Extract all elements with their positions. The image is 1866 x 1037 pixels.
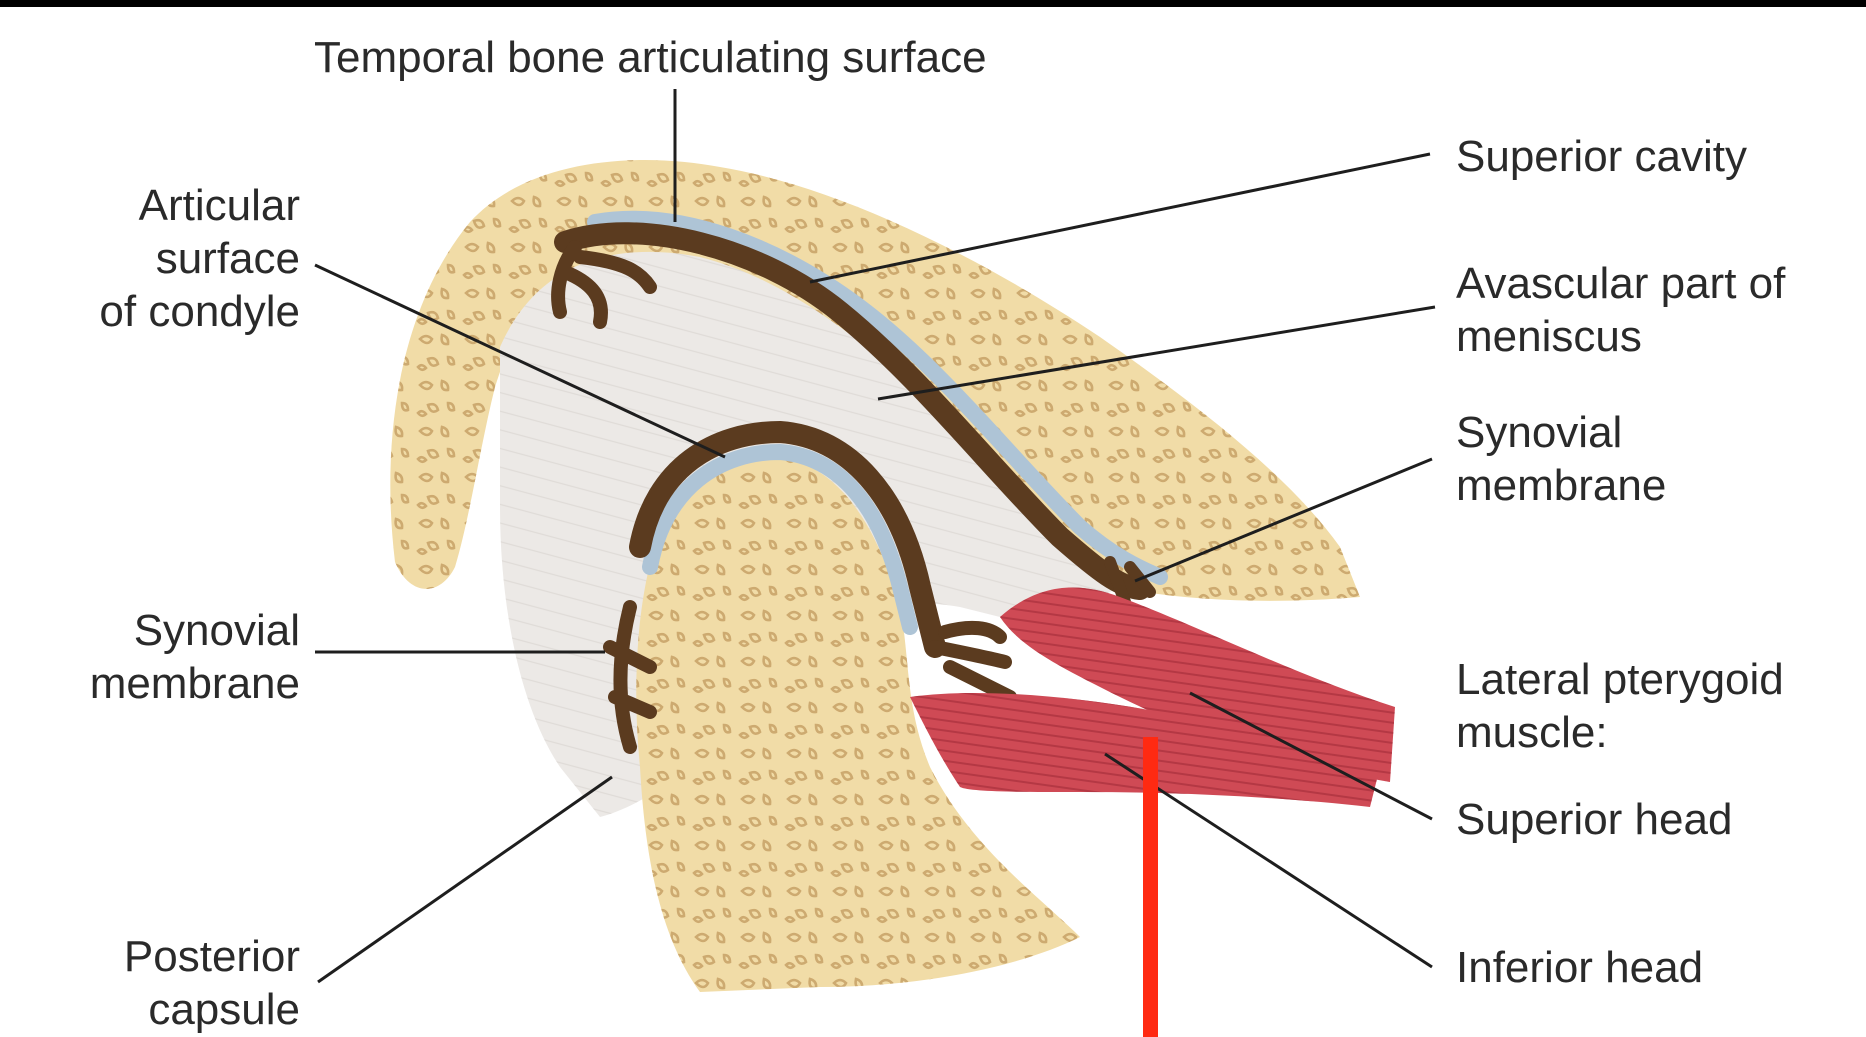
label-synovial-membrane-left: Synovial membrane: [55, 604, 300, 710]
label-superior-cavity: Superior cavity: [1456, 130, 1747, 183]
label-lateral-pterygoid: Lateral pterygoid muscle:: [1456, 653, 1784, 759]
diagram-panel: Temporal bone articulating surface Artic…: [0, 7, 1866, 1037]
label-inferior-head: Inferior head: [1456, 941, 1703, 994]
red-marker-line: [1143, 737, 1158, 1037]
label-posterior-capsule: Posterior capsule: [55, 930, 300, 1036]
label-avascular-meniscus: Avascular part of meniscus: [1456, 257, 1785, 363]
label-synovial-membrane-right: Synovial membrane: [1456, 406, 1666, 512]
label-superior-head: Superior head: [1456, 793, 1732, 846]
label-articular-surface-condyle: Articular surface of condyle: [70, 179, 300, 338]
label-temporal-bone-surface: Temporal bone articulating surface: [314, 31, 987, 84]
